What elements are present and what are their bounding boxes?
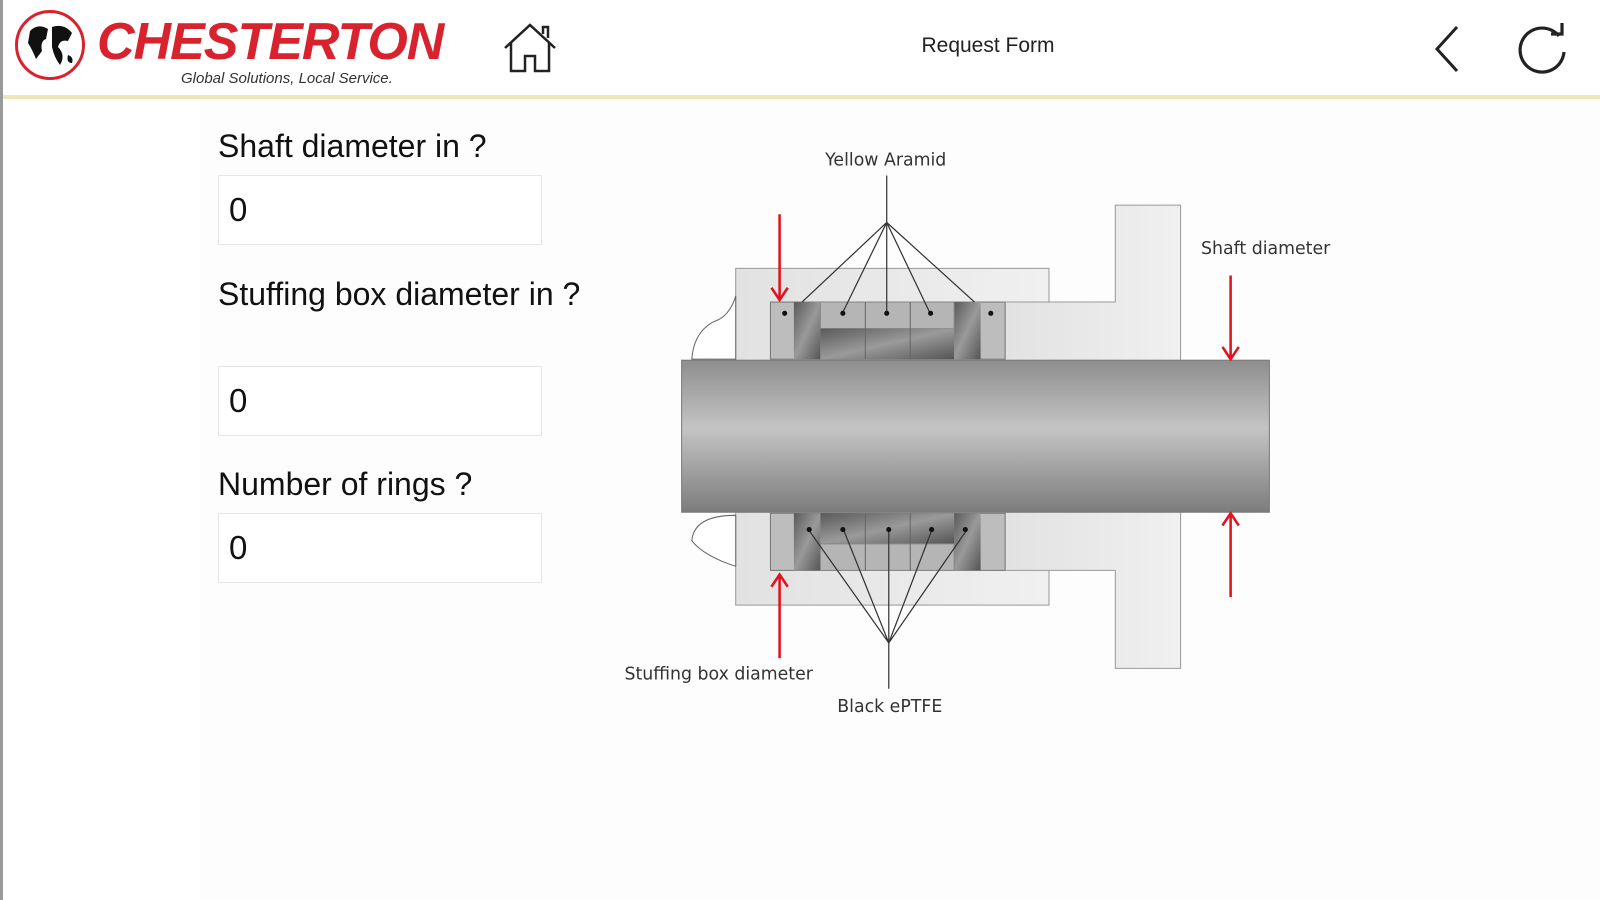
stuffing-box-diameter-input[interactable] — [218, 366, 542, 436]
packing-rings-bottom — [769, 512, 1006, 571]
chesterton-logo[interactable]: CHESTERTON Global Solutions, Local Servi… — [15, 8, 455, 90]
stuffing-box-diameter-label: Stuffing box diameter in ? — [218, 276, 581, 312]
packing-rings-top — [769, 301, 1006, 360]
leader-lines — [801, 175, 975, 689]
shaft-diameter-label: Shaft diameter in ? — [218, 128, 487, 164]
logo-wordmark: CHESTERTON — [97, 13, 444, 71]
back-button[interactable] — [1431, 24, 1465, 79]
number-of-rings-label: Number of rings ? — [218, 466, 473, 502]
yellow-aramid-label: Yellow Aramid — [824, 150, 946, 170]
chevron-left-icon — [1434, 25, 1459, 73]
dimension-arrows — [770, 214, 1240, 659]
page-title: Request Form — [921, 34, 1055, 57]
refresh-button[interactable] — [1513, 20, 1571, 83]
black-eptfe-label: Black ePTFE — [837, 697, 942, 717]
number-of-rings-input[interactable] — [218, 513, 542, 583]
refresh-icon — [1518, 23, 1566, 74]
shaft-diameter-diagram-label: Shaft diameter — [1201, 239, 1331, 259]
home-icon — [504, 23, 556, 73]
shaft — [681, 359, 1270, 513]
logo-tagline: Global Solutions, Local Service. — [181, 70, 393, 87]
home-button[interactable] — [501, 22, 559, 79]
globe-icon — [15, 10, 85, 80]
shaft-diameter-input[interactable] — [218, 175, 542, 245]
app-header: CHESTERTON Global Solutions, Local Servi… — [3, 0, 1600, 99]
ring-markers — [782, 310, 994, 533]
stuffing-box-diameter-diagram-label: Stuffing box diameter — [624, 665, 813, 685]
window-edge — [0, 0, 3, 900]
